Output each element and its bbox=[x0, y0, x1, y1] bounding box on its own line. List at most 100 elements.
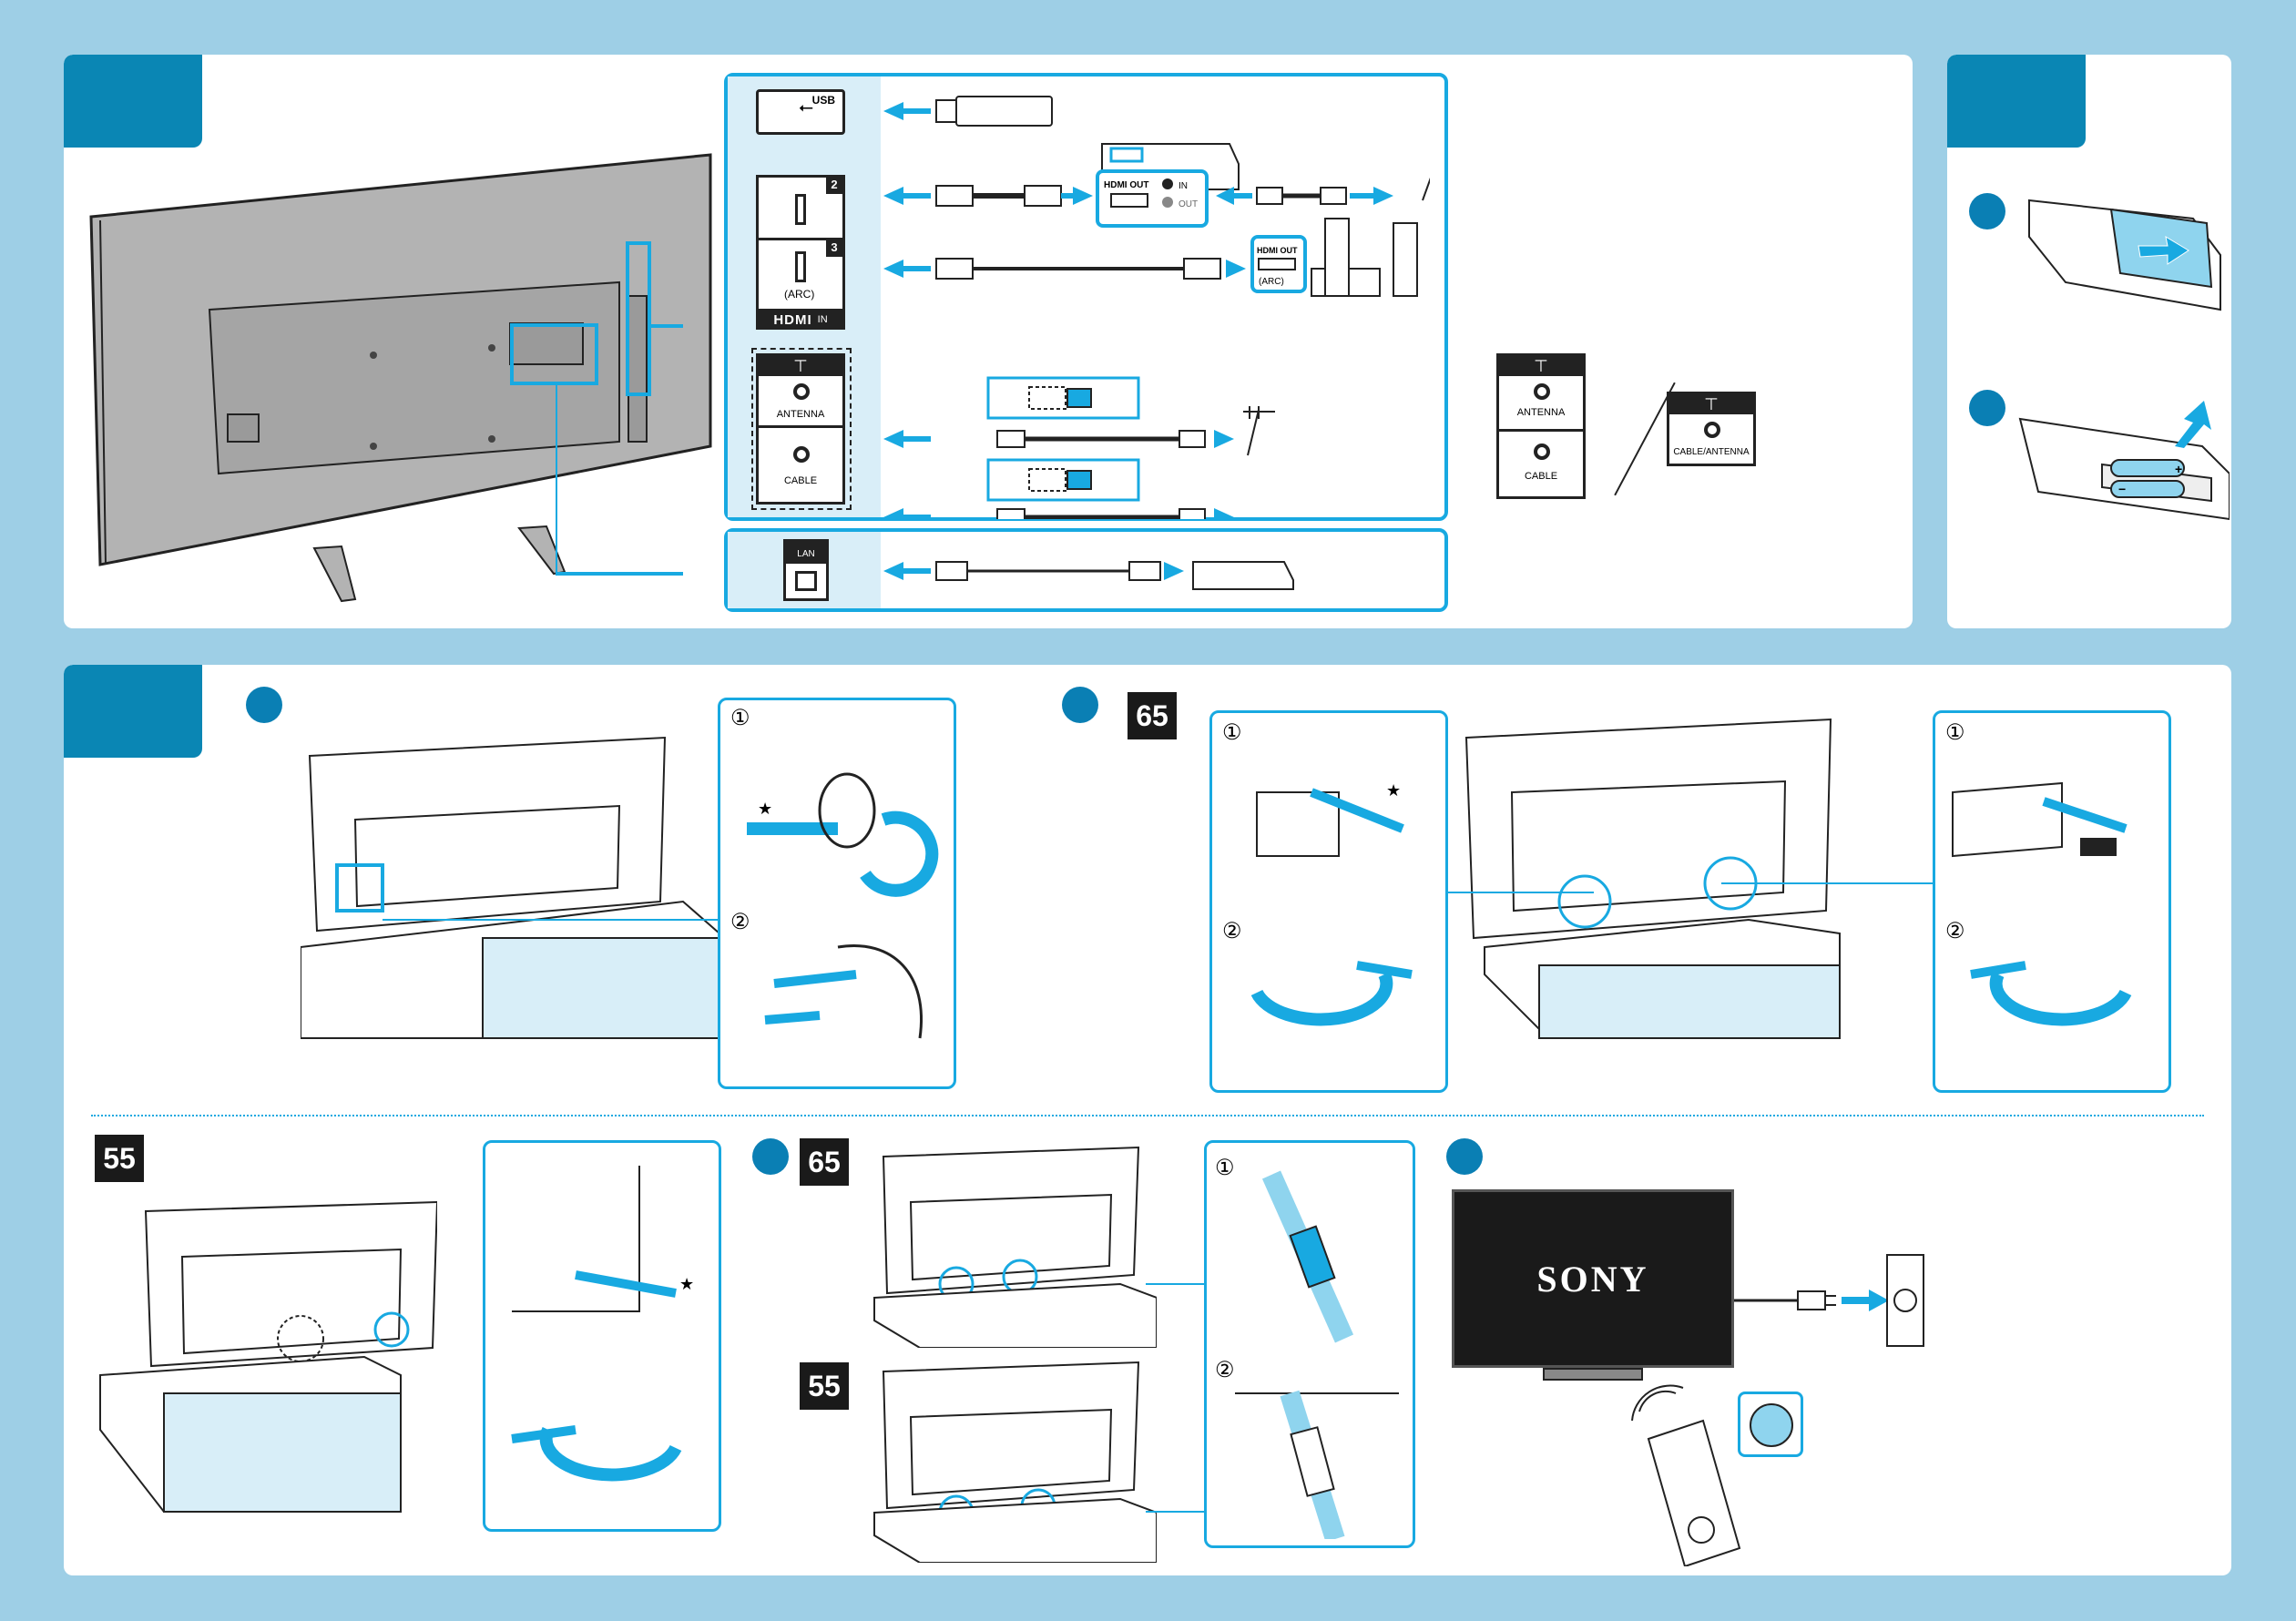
step-2-1: ① bbox=[1222, 719, 1242, 746]
stb-in: IN bbox=[1179, 181, 1188, 191]
cable-label: CABLE bbox=[759, 475, 842, 486]
step-dot-3 bbox=[752, 1138, 789, 1175]
antenna-label: ANTENNA bbox=[759, 409, 842, 420]
step-1-1: ① bbox=[730, 705, 750, 731]
power-button-icon bbox=[1750, 1403, 1793, 1447]
arrow-icon bbox=[1214, 508, 1234, 519]
cable-clip-illustration bbox=[1217, 1157, 1408, 1539]
arrow-icon bbox=[1842, 1290, 1889, 1311]
lan-port: LAN bbox=[783, 539, 829, 601]
hdmi-port-2: 2 bbox=[756, 175, 845, 240]
arrow-icon bbox=[2175, 401, 2211, 448]
cable-antenna-port: ⊤ CABLE/ANTENNA bbox=[1667, 392, 1756, 466]
power-button-highlight[interactable] bbox=[1738, 1392, 1803, 1457]
size-badge-65-top: 65 bbox=[1128, 692, 1177, 739]
hdmi-port-3: 3 (ARC) bbox=[756, 240, 845, 311]
lan-cable-diagram bbox=[883, 539, 1311, 603]
arrow-icon bbox=[883, 508, 903, 519]
hdmi-logo: HDMI bbox=[773, 312, 811, 328]
step-dot-2 bbox=[1062, 687, 1098, 723]
connector-lines bbox=[556, 219, 683, 601]
stb-out: OUT bbox=[1179, 199, 1198, 209]
cable-management-panel: 65 ① ② ★ ① ② ★ bbox=[64, 665, 2231, 1575]
antenna-jack-icon bbox=[793, 383, 810, 400]
step-dot-b bbox=[1969, 390, 2005, 426]
antenna-jack-icon bbox=[793, 446, 810, 463]
speaker-right bbox=[1393, 223, 1417, 296]
battery-1 bbox=[2111, 460, 2184, 476]
av-hdmi-out: HDMI OUT bbox=[1257, 246, 1298, 255]
tv-on-stand-4 bbox=[865, 1138, 1157, 1348]
stb-hdmi-out: HDMI OUT bbox=[1104, 180, 1148, 190]
tv-on-stand-5 bbox=[865, 1353, 1157, 1563]
cable-tie-icon bbox=[1944, 756, 2162, 1047]
sony-logo: SONY bbox=[1536, 1258, 1648, 1300]
antenna-jack-icon bbox=[1704, 422, 1720, 438]
antenna-adapter-box bbox=[988, 378, 1138, 418]
usb-stick bbox=[936, 100, 956, 122]
arrow-icon bbox=[883, 102, 903, 120]
remote-open-illustration bbox=[2011, 182, 2230, 337]
power-cable-diagram bbox=[1734, 1246, 1934, 1355]
alt-antenna-port: ⊤ ANTENNA CABLE bbox=[1496, 353, 1586, 499]
alt-antenna-label: ANTENNA bbox=[1499, 407, 1583, 418]
wall-outlet-icon bbox=[1887, 1255, 1924, 1346]
sony-tv-screen: SONY bbox=[1452, 1189, 1734, 1368]
step-3-1: ① bbox=[1945, 719, 1965, 746]
router bbox=[1193, 562, 1293, 589]
cable-port: CABLE bbox=[756, 428, 845, 505]
antenna-jack-icon bbox=[1534, 383, 1550, 400]
antenna-jack-icon bbox=[1534, 443, 1550, 460]
lan-port-icon bbox=[795, 571, 817, 591]
usb-port: USB ⭠ bbox=[756, 89, 845, 135]
cable-adapter-box bbox=[988, 460, 1138, 500]
av-arc: (ARC) bbox=[1259, 277, 1284, 287]
connections-panel: USB ⭠ 2 3 (ARC) HDMI IN ⊤ ANTENNA CABLE bbox=[64, 55, 1913, 628]
arrow-icon bbox=[1226, 260, 1246, 278]
hdmi-logo-bar: HDMI IN bbox=[756, 310, 845, 330]
tv-on-stand-3 bbox=[91, 1193, 437, 1521]
dotted-divider bbox=[91, 1115, 2204, 1116]
size-badge-55-left: 55 bbox=[95, 1135, 144, 1182]
section-tab-battery bbox=[1947, 55, 2086, 148]
tv-on-stand-1 bbox=[301, 719, 738, 1047]
callout-line-1 bbox=[383, 911, 765, 929]
arrow-icon bbox=[883, 187, 903, 205]
step-dot-4 bbox=[1446, 1138, 1483, 1175]
size-badge-55-bottom: 55 bbox=[800, 1362, 849, 1410]
step-dot-a bbox=[1969, 193, 2005, 229]
arrow-icon bbox=[883, 260, 903, 278]
hdmi3-number: 3 bbox=[826, 240, 842, 257]
tv-stand-base bbox=[1543, 1368, 1643, 1381]
alt-cable-label: CABLE bbox=[1499, 471, 1583, 482]
lan-label: LAN bbox=[786, 542, 826, 564]
arc-label: (ARC) bbox=[784, 288, 814, 301]
tv-stand-left bbox=[314, 546, 355, 601]
battery-minus: − bbox=[2118, 482, 2126, 496]
connection-diagrams: HDMI OUT IN OUT HDMI OUT (ARC) bbox=[883, 73, 1430, 519]
usb-icon: ⭠ bbox=[799, 97, 813, 118]
hdmi-in-label: IN bbox=[818, 314, 828, 325]
hdmi-port-icon bbox=[795, 251, 806, 282]
arrow-icon bbox=[1073, 187, 1093, 205]
antenna-aerial-icon bbox=[1423, 155, 1430, 200]
cable-antenna-label: CABLE/ANTENNA bbox=[1669, 447, 1753, 457]
antenna-port: ⊤ ANTENNA bbox=[756, 353, 845, 428]
usb-label: USB bbox=[812, 94, 835, 107]
section-tab-cable bbox=[64, 665, 202, 758]
remote-battery-illustration: + − bbox=[2011, 392, 2230, 546]
hdmi2-number: 2 bbox=[826, 178, 842, 194]
arrow-icon bbox=[1373, 187, 1393, 205]
size-badge-65-bottom: 65 bbox=[800, 1138, 849, 1186]
cable-tie-icon bbox=[729, 738, 947, 1084]
step-dot-1 bbox=[246, 687, 282, 723]
arrow-icon bbox=[1164, 562, 1184, 580]
arrow-icon bbox=[883, 430, 903, 448]
antenna-aerial-icon bbox=[1243, 406, 1275, 455]
arrow-icon bbox=[883, 562, 903, 580]
cable-tie-icon bbox=[494, 1157, 712, 1521]
battery-plus: + bbox=[2175, 462, 2182, 476]
arrow-icon bbox=[1214, 430, 1234, 448]
hdmi-port-icon bbox=[795, 194, 806, 225]
battery-panel: + − bbox=[1947, 55, 2231, 628]
